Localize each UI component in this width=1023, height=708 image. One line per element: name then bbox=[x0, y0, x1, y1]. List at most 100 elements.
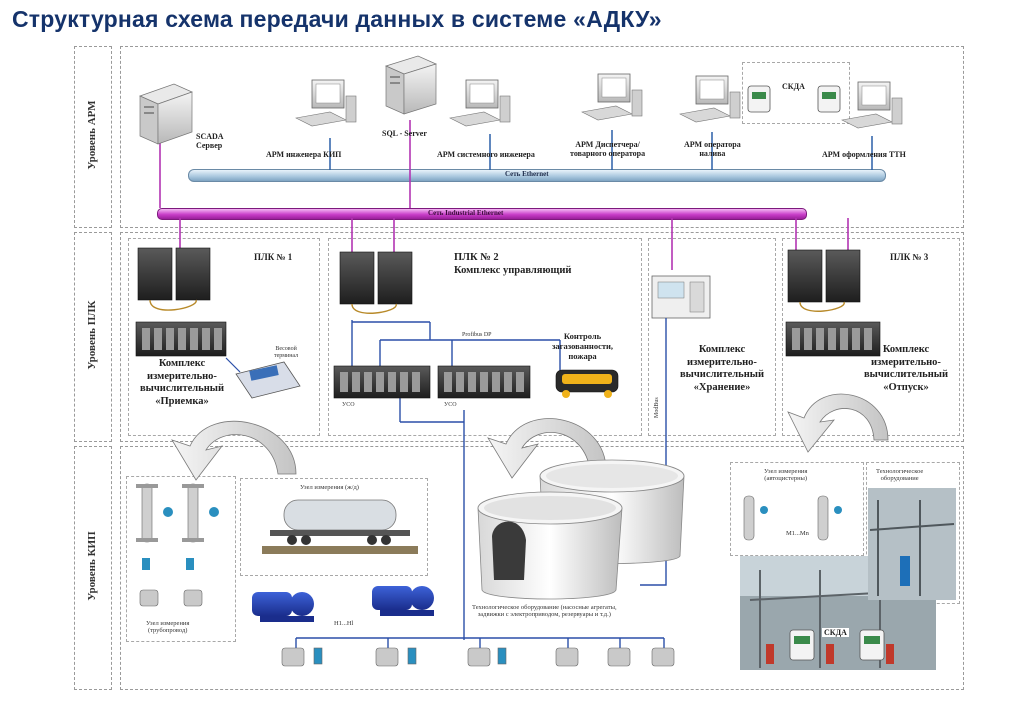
level-plc-label-box bbox=[74, 232, 112, 442]
arrow-mid-icon bbox=[487, 418, 607, 479]
dispatcher-label-line1: АРМ Диспетчера/ bbox=[575, 140, 640, 149]
complex-receiving-line3: вычислительный bbox=[140, 383, 224, 395]
operator-label-line1: АРМ оператора bbox=[684, 140, 741, 149]
complex-storage-line3: вычислительный bbox=[680, 369, 764, 381]
rail-node-label: Узел измерения (ж/д) bbox=[300, 484, 359, 491]
complex-dispatch-line1: Комплекс bbox=[882, 344, 930, 355]
skda-arm-label: СКДА bbox=[782, 82, 805, 91]
level-arm-frame bbox=[120, 46, 964, 228]
sql-server-icon bbox=[385, 55, 437, 115]
auto-node-label: Узел измерения(автоцистерны) bbox=[764, 468, 807, 482]
n-range-label: Н1...Нl bbox=[334, 620, 354, 627]
auto-flow-meter-icon bbox=[743, 495, 842, 541]
profibus-label: Profibus DP bbox=[462, 332, 492, 338]
plc3-label: ПЛК № 3 bbox=[890, 252, 929, 262]
complex-storage-line4: «Хранение» bbox=[693, 381, 751, 393]
complex-storage-label: Комплекс измерительно- вычислительный «Х… bbox=[670, 344, 774, 394]
modbus-label: ModBus bbox=[654, 397, 660, 418]
level-plc-frame bbox=[120, 232, 964, 442]
sql-server-label: SQL - Server bbox=[382, 129, 427, 138]
tech-equipment-photo-icon bbox=[868, 488, 956, 600]
valve-actuator-icon bbox=[139, 589, 203, 607]
plc-storage-frame bbox=[648, 238, 776, 436]
industrial-ethernet-bus bbox=[157, 208, 807, 220]
tech-equipment-line1: Технологическое bbox=[876, 468, 924, 475]
plc3-frame bbox=[782, 238, 960, 436]
auto-node-line1: Узел измерения bbox=[764, 468, 808, 475]
pipe-node-line2: (трубопровод) bbox=[147, 627, 188, 635]
complex-dispatch-line3: вычислительный bbox=[864, 369, 948, 381]
tech-description-label: Технологическое оборудование (насосные а… bbox=[472, 604, 617, 618]
sensor-icon bbox=[142, 558, 194, 570]
tech-description-line1: Технологическое оборудование (насосные а… bbox=[472, 604, 617, 611]
skda-frame bbox=[742, 62, 850, 124]
scada-server-icon bbox=[139, 83, 193, 145]
uso1-label: УСО bbox=[342, 402, 355, 408]
dispatcher-label-line2: товарного оператора bbox=[570, 149, 646, 159]
plc2-frame bbox=[328, 238, 642, 436]
workstation-kip-label: АРМ инженера КИП bbox=[266, 150, 342, 159]
plc2-rack-icon bbox=[339, 251, 413, 314]
plc2-label-line2: Комплекс управляющий bbox=[454, 264, 572, 276]
plc2-label-line1: ПЛК № 2 bbox=[454, 252, 499, 263]
workstation-dispatcher-label: АРМ Диспетчера/товарного оператора bbox=[570, 140, 645, 158]
uso2-label: УСО bbox=[444, 402, 457, 408]
rail-tank-car-icon bbox=[262, 499, 418, 554]
pipe-node-label: Узел измерения(трубопровод) bbox=[146, 620, 189, 634]
workstation-ttn-icon bbox=[841, 81, 903, 129]
workstation-ttn-label: АРМ оформления ТТН bbox=[822, 150, 906, 159]
complex-receiving-label: Комплекс измерительно- вычислительный «П… bbox=[132, 358, 232, 408]
complex-storage-line2: измерительно- bbox=[687, 356, 757, 368]
complex-dispatch-label: Комплекс измерительно- вычислительный «О… bbox=[854, 344, 958, 394]
complex-dispatch-line2: измерительно- bbox=[871, 356, 941, 368]
operator-label-line2: налива bbox=[699, 149, 726, 159]
scada-label-line2: Сервер bbox=[196, 141, 223, 151]
m-range-label: М1...Мn bbox=[786, 530, 809, 537]
uso2-rack-icon bbox=[437, 365, 531, 399]
level-arm-label-box bbox=[74, 46, 112, 228]
plc1-label: ПЛК № 1 bbox=[254, 252, 293, 262]
weight-terminal-icon bbox=[235, 361, 301, 399]
tank-front-icon bbox=[477, 491, 623, 600]
ethernet-bus bbox=[188, 169, 886, 182]
pipe-node-frame bbox=[126, 476, 236, 642]
skda-kip-label: СКДА bbox=[822, 628, 849, 638]
scada-label-line1: SCADA bbox=[196, 132, 224, 141]
gas-control-line3: пожара bbox=[568, 350, 597, 361]
complex-storage-line1: Комплекс bbox=[698, 344, 746, 355]
auto-node-line2: (автоцистерны) bbox=[764, 475, 808, 483]
plc1-rack-icon bbox=[135, 247, 227, 357]
level-kip-frame bbox=[120, 446, 964, 690]
complex-receiving-line4: «Приемка» bbox=[155, 395, 209, 407]
gas-control-line1: Контроль bbox=[563, 331, 602, 341]
storage-controller-icon bbox=[651, 275, 711, 319]
pipe-node-line1: Узел измерения bbox=[146, 620, 190, 627]
flow-meter-icon bbox=[136, 483, 219, 543]
skda-device-icon bbox=[747, 85, 841, 113]
arrow-left-icon bbox=[171, 420, 297, 481]
rail-node-frame bbox=[240, 478, 428, 576]
auto-node-frame bbox=[730, 462, 864, 556]
workstation-sys-label: АРМ системного инженера bbox=[437, 150, 535, 159]
complex-receiving-line1: Комплекс bbox=[158, 358, 206, 369]
tech-description-line2: задвижки с электроприводом, резервуары и… bbox=[477, 611, 611, 619]
level-kip-label-box bbox=[74, 446, 112, 690]
complex-receiving-line2: измерительно- bbox=[147, 370, 217, 382]
field-device-icon bbox=[281, 647, 675, 667]
uso1-rack-icon bbox=[333, 365, 431, 399]
plc3-rack-icon bbox=[785, 249, 881, 357]
gas-detector-icon bbox=[555, 369, 619, 398]
ethernet-bus-label: Сеть Ethernet bbox=[505, 170, 549, 178]
workstation-dispatcher-icon bbox=[581, 73, 643, 121]
workstation-kip-icon bbox=[295, 79, 357, 127]
workstation-sys-icon bbox=[449, 79, 511, 127]
page-title: Структурная схема передачи данных в сист… bbox=[12, 6, 662, 32]
pump-icon bbox=[252, 586, 434, 622]
